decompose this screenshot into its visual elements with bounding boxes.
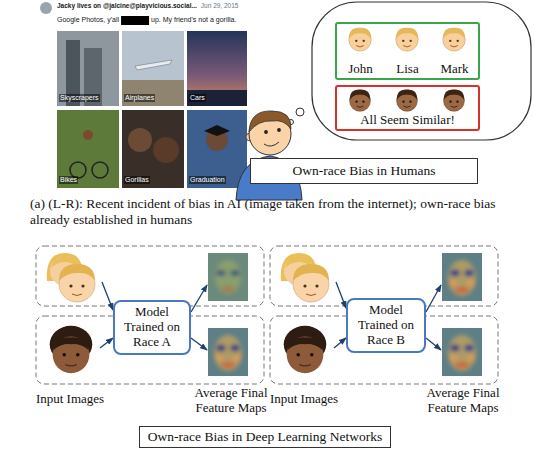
input-face bbox=[47, 253, 95, 302]
model-box: Model Trained on Race A bbox=[113, 300, 191, 355]
face-emoji bbox=[349, 28, 371, 51]
arrow bbox=[100, 338, 113, 348]
photo-label: Skyscrapers bbox=[59, 94, 100, 102]
arrow bbox=[334, 338, 346, 348]
axis-label: Input Images bbox=[260, 392, 348, 407]
feature-map bbox=[442, 328, 482, 376]
photo-grid bbox=[57, 31, 247, 188]
node-text: Own-race Bias in Deep Learning Networks bbox=[148, 429, 382, 445]
photo-label: Airplanes bbox=[124, 94, 155, 102]
node-text: Lisa bbox=[396, 61, 418, 77]
ground bbox=[187, 90, 247, 106]
boy-cartoon bbox=[236, 111, 302, 200]
arrow bbox=[102, 282, 113, 310]
arrow bbox=[426, 285, 441, 312]
redaction-bar bbox=[121, 16, 149, 25]
arrow bbox=[426, 338, 441, 350]
rider bbox=[83, 130, 93, 140]
tweet-date: Jun 29, 2015 bbox=[201, 2, 239, 9]
tweet-text: Google Photos, y'all bbox=[57, 16, 119, 24]
arrow bbox=[336, 282, 346, 308]
face-emoji bbox=[443, 28, 465, 51]
photo-tile bbox=[122, 110, 184, 188]
race-b-panel bbox=[270, 246, 498, 384]
node-text: John bbox=[348, 61, 373, 77]
tweet-screenshot bbox=[40, 2, 247, 188]
photo-label: Graduation bbox=[189, 176, 226, 184]
title-box: Own-race Bias in Humans bbox=[250, 158, 478, 184]
arrow bbox=[191, 285, 207, 312]
ground bbox=[122, 80, 184, 106]
tweet-text: up. My friend's not a gorilla. bbox=[151, 16, 236, 24]
photo-label: Bikes bbox=[59, 176, 78, 184]
title-box: Own-race Bias in Deep Learning Networks bbox=[139, 426, 391, 448]
person bbox=[153, 137, 179, 163]
node-text: Model Trained on Race B bbox=[351, 303, 421, 348]
photo-tile bbox=[122, 31, 184, 106]
node-text: Model Trained on Race A bbox=[118, 305, 186, 350]
face-emoji bbox=[397, 90, 418, 112]
race-a-panel bbox=[36, 246, 264, 384]
face-emoji bbox=[396, 28, 418, 51]
axis-label: Average Final Feature Maps bbox=[420, 386, 506, 416]
model-box: Model Trained on Race B bbox=[346, 298, 426, 353]
photo-label: Cars bbox=[189, 94, 206, 102]
name-box: John Lisa Mark bbox=[335, 22, 480, 80]
photo-tile bbox=[187, 31, 247, 106]
face-emoji bbox=[350, 90, 371, 112]
node-text: Mark bbox=[440, 61, 468, 77]
input-face bbox=[284, 326, 327, 373]
photo-label: Gorillas bbox=[124, 176, 150, 184]
tweet-author: Jacky lives on @jalcine@playvicious.soci… bbox=[57, 2, 197, 9]
feature-map bbox=[442, 253, 482, 301]
axis-label: Average Final Feature Maps bbox=[188, 386, 274, 416]
photo-tile bbox=[57, 110, 119, 188]
feature-map bbox=[208, 253, 248, 301]
thought-bubble bbox=[289, 2, 532, 140]
avatar bbox=[40, 2, 52, 14]
person bbox=[128, 128, 152, 152]
face-emoji bbox=[444, 90, 465, 112]
cap bbox=[204, 125, 230, 136]
node-text: All Seem Similar! bbox=[360, 112, 455, 128]
photo-tile bbox=[187, 110, 247, 188]
airplane bbox=[135, 60, 172, 70]
feature-map bbox=[208, 328, 248, 376]
similar-box: All Seem Similar! bbox=[335, 85, 480, 131]
arrow bbox=[191, 338, 207, 350]
node-text: Own-race Bias in Humans bbox=[293, 163, 436, 179]
photo-tile bbox=[57, 31, 119, 106]
figure-caption: (a) (L-R): Recent incident of bias in AI… bbox=[30, 196, 525, 228]
axis-label: Input Images bbox=[26, 392, 114, 407]
input-face bbox=[50, 326, 93, 373]
input-face bbox=[281, 253, 329, 302]
bike-wheel bbox=[92, 162, 108, 178]
